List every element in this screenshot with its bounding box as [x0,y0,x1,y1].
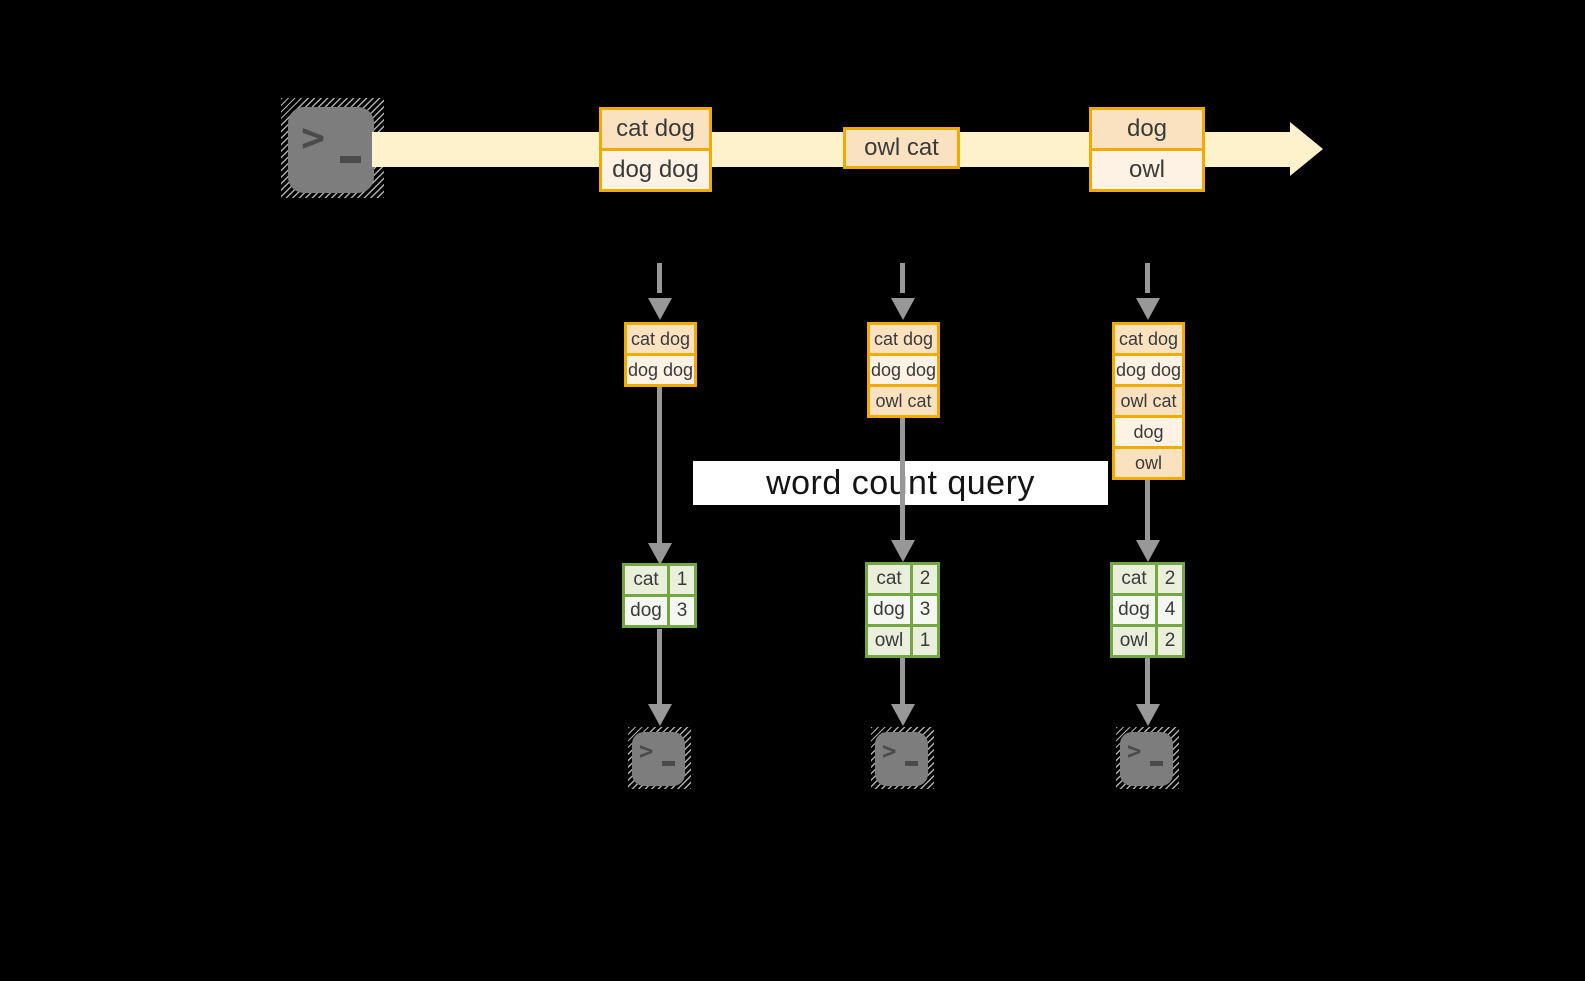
message-cell: owl cat [846,130,957,166]
result-word: dog [868,596,910,624]
prompt-cursor-icon [1150,761,1163,766]
prompt-chevron-icon: > [1127,737,1142,765]
result-count: 2 [1158,627,1182,655]
dashed-arrow-head-icon [1136,298,1160,320]
state-cell: dog dog [1115,356,1182,384]
state-cell: dog [1115,418,1182,446]
result-table-2: cat 2 dog 3 owl 1 [865,562,940,658]
result-word: cat [868,565,910,593]
result-word: dog [625,597,667,625]
message-cell: dog [1092,110,1202,148]
stream-message-3: dog owl [1089,107,1205,192]
terminal-icon: > [628,727,691,789]
dashed-arrow-head-icon [648,298,672,320]
result-word: cat [1113,565,1155,593]
prompt-chevron-icon: > [882,737,897,765]
terminal-screen: > [288,107,374,193]
result-count: 2 [1158,565,1182,593]
state-stack-2: cat dog dog dog owl cat [867,322,940,418]
stream-arrowhead-icon [1290,122,1323,176]
arrow-line [1145,478,1150,540]
result-count: 2 [913,565,937,593]
arrow-line [900,657,905,705]
result-word: dog [1113,596,1155,624]
prompt-cursor-icon [340,156,361,163]
result-count: 1 [670,566,694,594]
message-cell: dog dog [602,148,709,189]
dashed-arrow-head-icon [891,298,915,320]
arrow-line [657,629,662,705]
arrow-head-icon [891,540,915,562]
state-cell: owl [1115,449,1182,477]
arrow-head-icon [648,704,672,726]
dashed-arrow-line [657,263,662,293]
message-cell: cat dog [602,110,709,148]
arrow-line [900,416,905,540]
stream-message-2: owl cat [843,127,960,169]
stream-message-1: cat dog dog dog [599,107,712,192]
terminal-icon: > [281,98,384,198]
result-word: owl [1113,627,1155,655]
result-table-1: cat 1 dog 3 [622,563,697,628]
prompt-cursor-icon [905,761,918,766]
arrow-line [657,385,662,545]
arrow-line [1145,657,1150,705]
result-count: 1 [913,627,937,655]
state-stack-3: cat dog dog dog owl cat dog owl [1112,322,1185,480]
message-cell: owl [1092,148,1202,189]
arrow-head-icon [891,704,915,726]
dashed-arrow-line [900,263,905,293]
prompt-chevron-icon: > [639,737,654,765]
result-count: 4 [1158,596,1182,624]
state-cell: dog dog [627,356,694,384]
state-stack-1: cat dog dog dog [624,322,697,387]
state-cell: cat dog [1115,325,1182,353]
arrow-head-icon [1136,704,1160,726]
state-cell: cat dog [627,325,694,353]
arrow-head-icon [1136,540,1160,562]
dashed-arrow-line [1145,263,1150,293]
state-cell: owl cat [870,387,937,415]
result-count: 3 [913,596,937,624]
result-word: cat [625,566,667,594]
terminal-icon: > [1116,727,1179,789]
prompt-cursor-icon [662,761,675,766]
prompt-chevron-icon: > [301,115,326,161]
result-count: 3 [670,597,694,625]
state-cell: cat dog [870,325,937,353]
state-cell: dog dog [870,356,937,384]
terminal-icon: > [871,727,934,789]
result-word: owl [868,627,910,655]
result-table-3: cat 2 dog 4 owl 2 [1110,562,1185,658]
arrow-head-icon [648,543,672,565]
state-cell: owl cat [1115,387,1182,415]
